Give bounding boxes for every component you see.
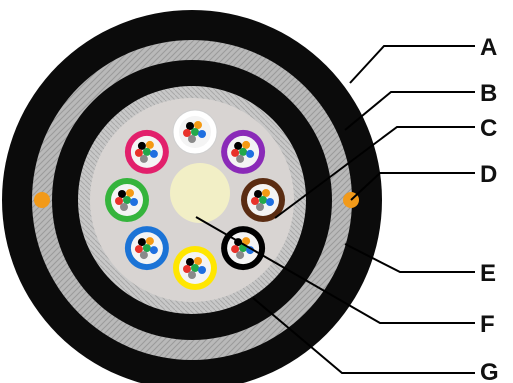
optical-fiber [146,237,154,245]
loose-tube [125,226,169,270]
optical-fiber [126,189,134,197]
optical-fiber [236,155,244,163]
label-c: C [480,115,497,142]
label-e: E [480,260,496,287]
optical-fiber [188,135,196,143]
optical-fiber [266,198,274,206]
optical-fiber [239,148,247,156]
optical-fiber [194,257,202,265]
optical-fiber [198,130,206,138]
optical-fiber [143,148,151,156]
leader-line-a [350,46,475,83]
loose-tube [221,226,265,270]
loose-tube [173,246,217,290]
optical-fiber [236,251,244,259]
optical-fiber [150,150,158,158]
optical-fiber [140,155,148,163]
optical-fiber [150,246,158,254]
optical-fiber [262,189,270,197]
loose-tube [173,110,217,154]
optical-fiber [242,141,250,149]
optical-fiber [188,271,196,279]
optical-fiber [143,244,151,252]
optical-fiber [198,266,206,274]
optical-fiber [191,128,199,136]
optical-fiber [140,251,148,259]
loose-tube [125,130,169,174]
optical-fiber [123,196,131,204]
loose-tube [105,178,149,222]
label-f: F [480,311,495,338]
label-b: B [480,80,497,107]
central-strength-member [170,163,230,223]
optical-fiber [246,150,254,158]
optical-fiber [194,121,202,129]
ripcord-left [34,192,50,208]
label-d: D [480,161,497,188]
optical-fiber [259,196,267,204]
optical-fiber [191,264,199,272]
label-a: A [480,34,497,61]
label-g: G [480,359,499,383]
optical-fiber [146,141,154,149]
optical-fiber [130,198,138,206]
loose-tube [221,130,265,174]
optical-fiber [120,203,128,211]
optical-fiber [256,203,264,211]
